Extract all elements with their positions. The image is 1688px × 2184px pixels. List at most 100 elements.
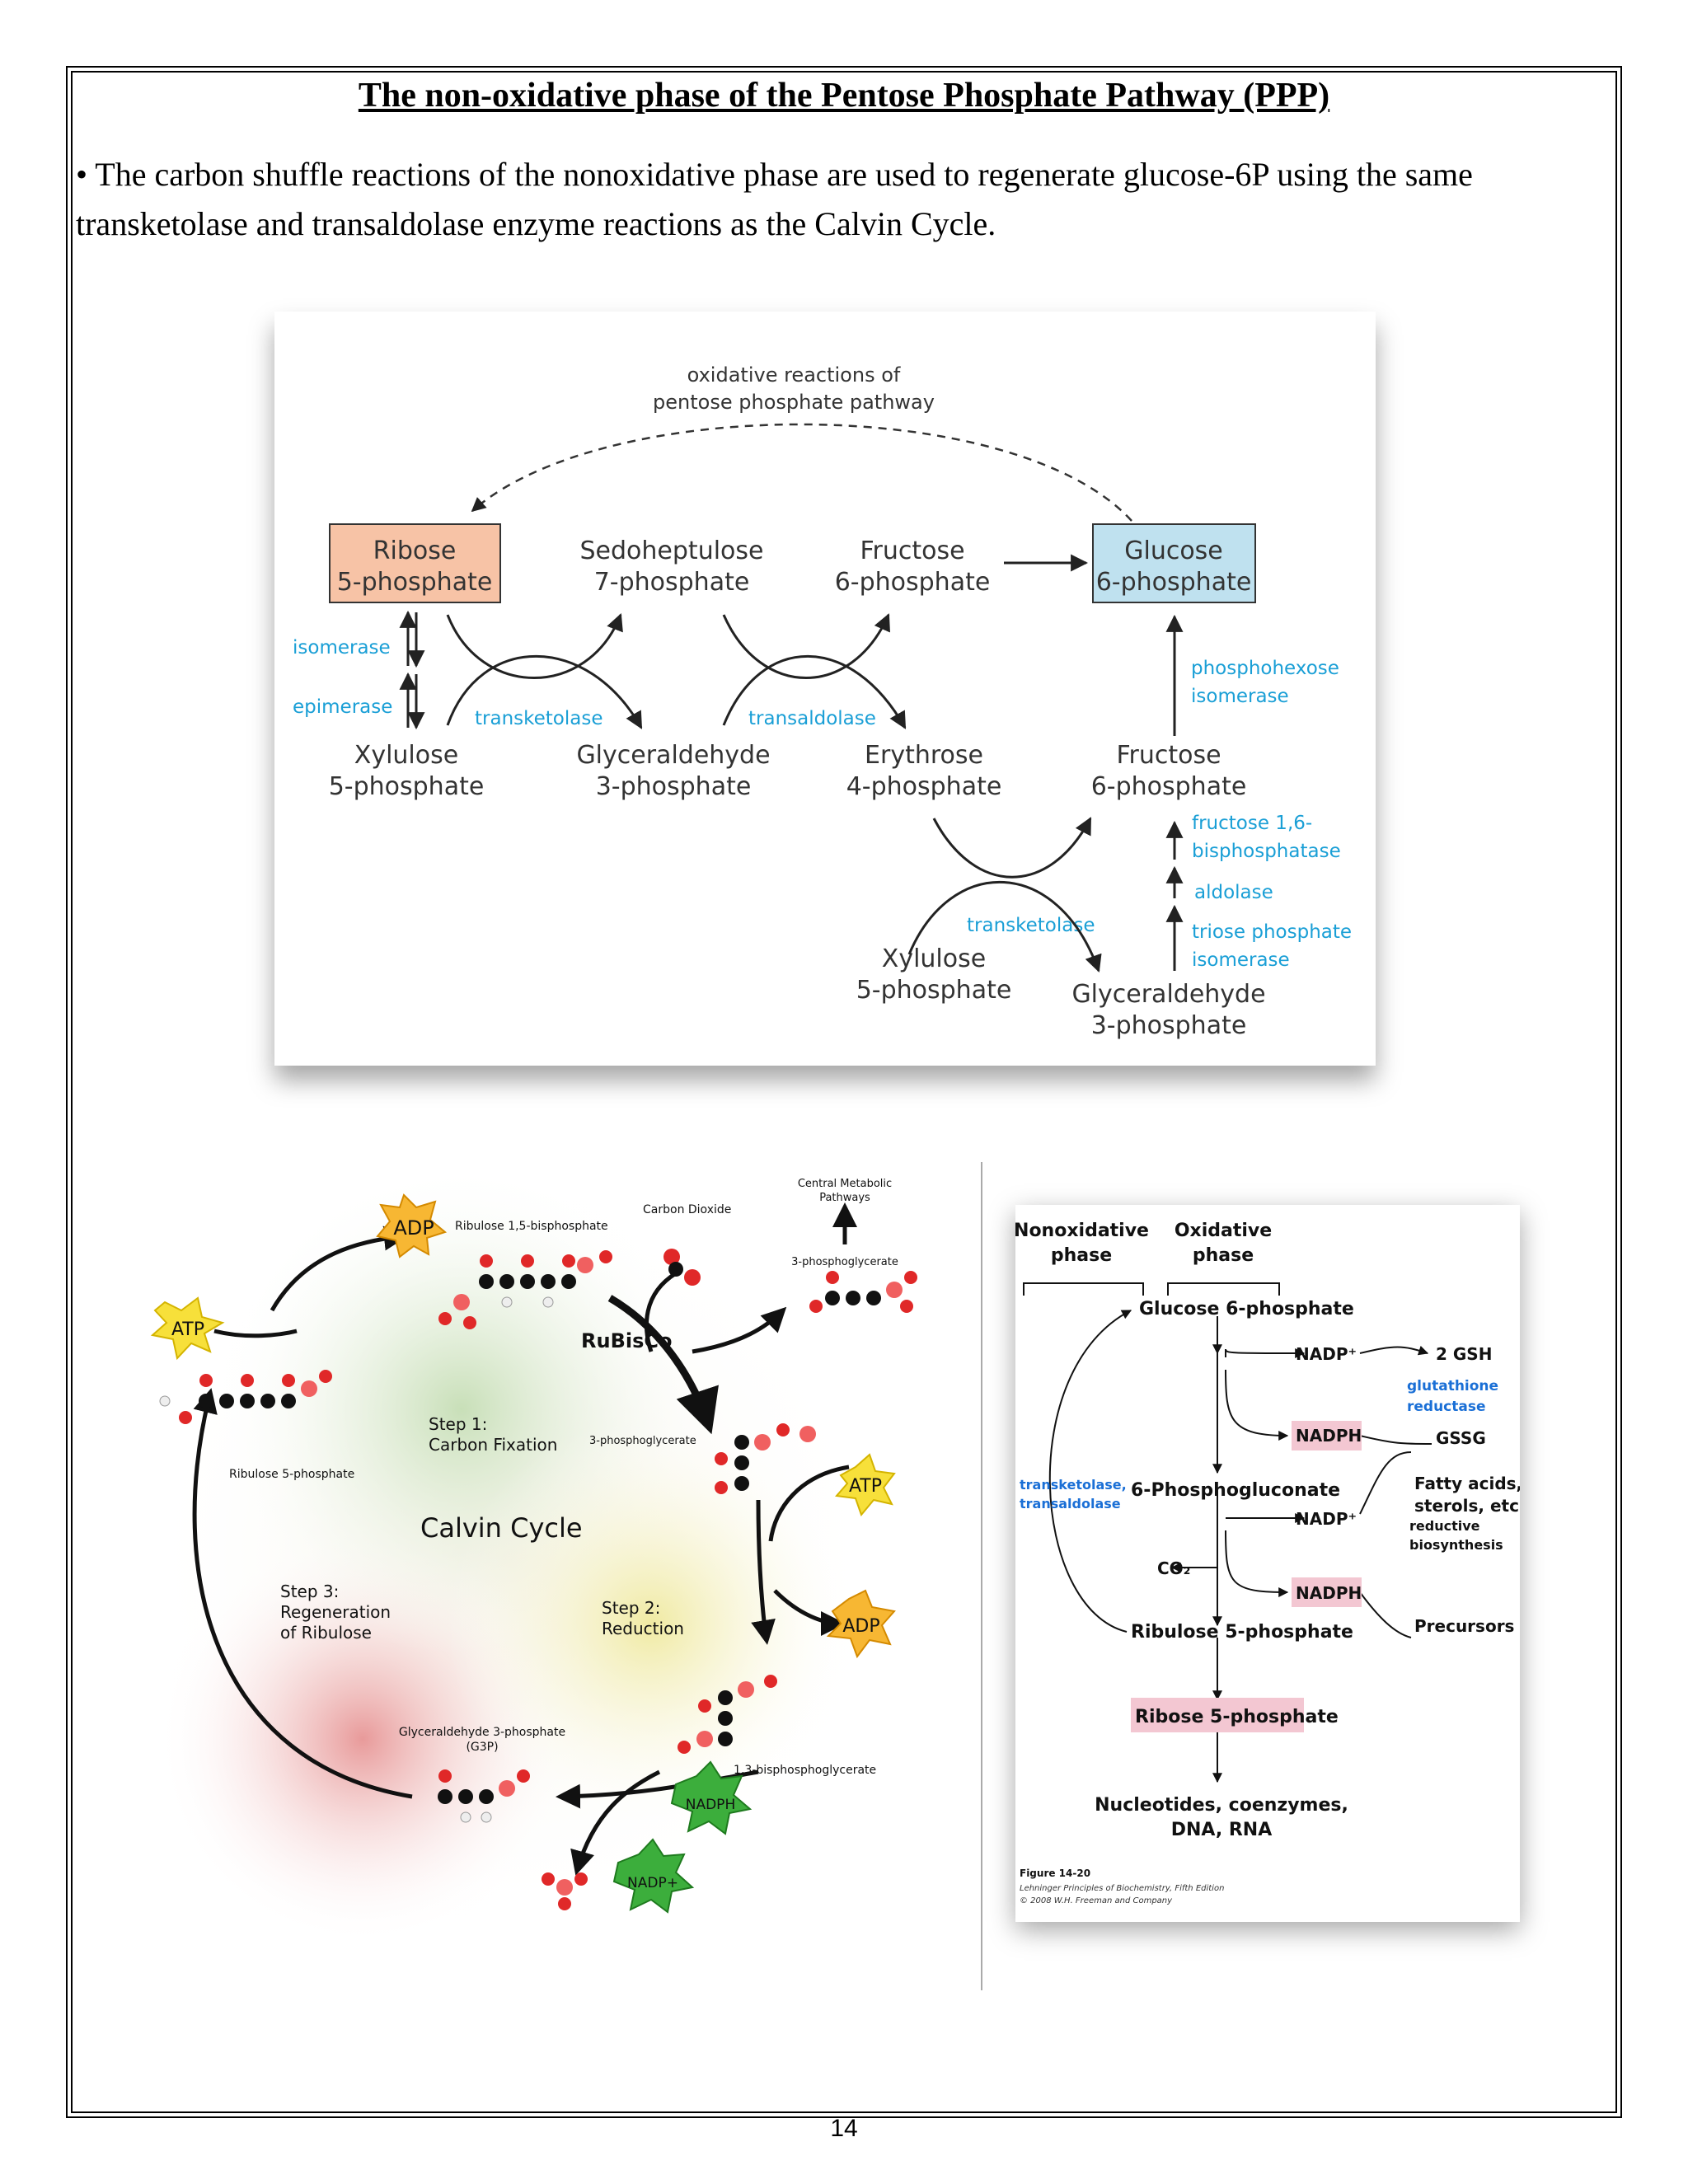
ta-arrow-2: [722, 654, 907, 729]
nonox-label-1: Nonoxidative: [1015, 1221, 1149, 1241]
nadph1-highlight: [1292, 1421, 1362, 1451]
g3p-label-2: (G3P): [466, 1741, 498, 1754]
nadph1-label: NADPH: [1296, 1426, 1362, 1446]
tk-arrow-2: [446, 654, 643, 729]
page-frame-inner: [71, 71, 1617, 2113]
nadph2-highlight: [1292, 1577, 1362, 1607]
erythrose-label-2: 4-phosphate: [846, 772, 1002, 801]
r5p-label: Ribulose 5-phosphate: [229, 1468, 354, 1481]
glucose-label-2: 6-phosphate: [1096, 568, 1252, 597]
central-label-1: Central Metabolic: [798, 1178, 892, 1190]
fatty-line: [1359, 1451, 1412, 1515]
xylulose-label-2: 5-phosphate: [329, 772, 485, 801]
nadph2-arrow: [1225, 1530, 1289, 1597]
step2-label-2: Reduction: [602, 1619, 684, 1638]
step3-label-2: Regeneration: [280, 1602, 391, 1622]
molecule-pi: [542, 1872, 588, 1910]
step1-label-1: Step 1:: [429, 1414, 487, 1434]
tk2-arrow-2: [907, 880, 1102, 972]
gap-label-1: Glyceraldehyde: [576, 741, 770, 770]
adp-top-star: [376, 1193, 448, 1258]
credit-line-2: © 2008 W.H. Freeman and Company: [1020, 1896, 1173, 1905]
fbp-label-1: fructose 1,6-: [1192, 813, 1312, 834]
bpg-label: 1,3-bisphosphoglycerate: [734, 1764, 876, 1777]
r5p-label: Ribose 5-phosphate: [1135, 1707, 1339, 1727]
nadp1-label: NADP⁺: [1296, 1344, 1357, 1364]
adp-right-star: [826, 1589, 896, 1659]
ppp-nonoxidative-figure: oxidative reactions of pentose phosphate…: [274, 312, 1376, 1066]
oxidative-label-2: pentose phosphate pathway: [653, 391, 935, 414]
isomerase-epimerase-arrows: [399, 610, 425, 730]
atp-right-label: ATP: [849, 1476, 882, 1497]
gssg-label: GSSG: [1436, 1428, 1486, 1448]
erythrose-label-1: Erythrose: [865, 741, 983, 770]
ox-label-2: phase: [1193, 1245, 1254, 1266]
atp-left-label: ATP: [171, 1319, 204, 1340]
reductive-label-1: reductive: [1409, 1518, 1480, 1534]
sedo-label-1: Sedoheptulose: [580, 537, 764, 565]
rubisco-label: RuBisCo: [581, 1329, 672, 1352]
nadp-star: [612, 1838, 695, 1914]
tk2-arrow-1: [932, 817, 1092, 879]
epimerase-label: epimerase: [293, 696, 392, 718]
recycle-arrow: [1048, 1310, 1132, 1633]
ribose-label-2: 5-phosphate: [337, 568, 493, 597]
fructose-mid-label-2: 6-phosphate: [1091, 772, 1247, 801]
nonox-label-2: phase: [1051, 1245, 1112, 1266]
phi-label-2: isomerase: [1191, 686, 1289, 707]
gsh-arrow: [1359, 1345, 1429, 1356]
molecule-g3p: [438, 1769, 530, 1823]
xylulose2-label-1: Xylulose: [882, 944, 986, 973]
nadph2-label: NADPH: [1296, 1583, 1362, 1603]
ox-bracket: [1167, 1282, 1280, 1296]
step2-label-1: Step 2:: [602, 1598, 660, 1618]
gsh-label: 2 GSH: [1436, 1344, 1492, 1364]
nucleotides-label-1: Nucleotides, coenzymes,: [1095, 1795, 1348, 1816]
fructose-top-label-2: 6-phosphate: [835, 568, 991, 597]
gap-label-2: 3-phosphate: [596, 772, 752, 801]
calvin-diagram: ADP ATP ATP ADP NADPH NADP+ Ribulose 1,5…: [140, 1162, 917, 1945]
nucleotides-label-2: DNA, RNA: [1171, 1820, 1273, 1840]
transaldolase-label: transaldolase: [748, 708, 876, 729]
molecule-r5p: [159, 1370, 332, 1424]
fructose-mid-label-1: Fructose: [1116, 741, 1221, 770]
ox-label-1: Oxidative: [1175, 1221, 1272, 1241]
precursors-line: [1359, 1591, 1412, 1638]
gap2-label-1: Glyceraldehyde: [1071, 980, 1265, 1009]
gr-label-1: glutathione: [1407, 1378, 1498, 1394]
credit-line-1: Lehninger Principles of Biochemistry, Fi…: [1020, 1884, 1224, 1893]
page-frame-outer: [66, 66, 1622, 2118]
oxidative-label-1: oxidative reactions of: [687, 363, 901, 387]
transketolase-label-a: transketolase: [475, 708, 603, 729]
ppp-diagram: oxidative reactions of pentose phosphate…: [293, 363, 1352, 1040]
intro-paragraph: • The carbon shuffle reactions of the no…: [76, 156, 1473, 242]
step3-label-1: Step 3:: [280, 1582, 339, 1601]
molecule-rubp: [438, 1250, 612, 1329]
precursors-label: Precursors: [1414, 1616, 1514, 1636]
tpi-label-2: isomerase: [1192, 949, 1290, 971]
cycle-arrow-left: [192, 1388, 413, 1799]
nadp2-label: NADP⁺: [1296, 1509, 1357, 1529]
molecule-pg-top: [809, 1271, 917, 1313]
co2-label: CO₂: [1157, 1558, 1190, 1578]
ribose-5p-box: [329, 523, 501, 603]
step3-label-3: of Ribulose: [280, 1623, 372, 1643]
sedo-label-2: 7-phosphate: [594, 568, 750, 597]
ru5p-label: Ribulose 5-phosphate: [1131, 1622, 1353, 1643]
gssg-line: [1359, 1435, 1432, 1445]
calvin-cycle-figure: ADP ATP ATP ADP NADPH NADP+ Ribulose 1,5…: [115, 1162, 964, 1945]
nadph-star: [670, 1760, 753, 1835]
aldolase-label: aldolase: [1194, 882, 1273, 903]
atp-right-star: [835, 1453, 896, 1516]
atp-in-arrow: [213, 1329, 298, 1338]
co2-label: Carbon Dioxide: [643, 1203, 731, 1216]
nadph1-arrow: [1225, 1369, 1289, 1441]
pg-top-label: 3-phosphoglycerate: [791, 1256, 898, 1268]
g3p-label-1: Glyceraldehyde 3-phosphate: [399, 1726, 565, 1739]
calvin-cycle-label: Calvin Cycle: [420, 1512, 583, 1544]
step1-label-2: Carbon Fixation: [429, 1435, 557, 1455]
pg-exit-arrow: [692, 1306, 787, 1354]
adp-right-label: ADP: [842, 1616, 879, 1637]
nadp-label: NADP+: [627, 1875, 678, 1891]
adp-top-label: ADP: [393, 1216, 434, 1240]
